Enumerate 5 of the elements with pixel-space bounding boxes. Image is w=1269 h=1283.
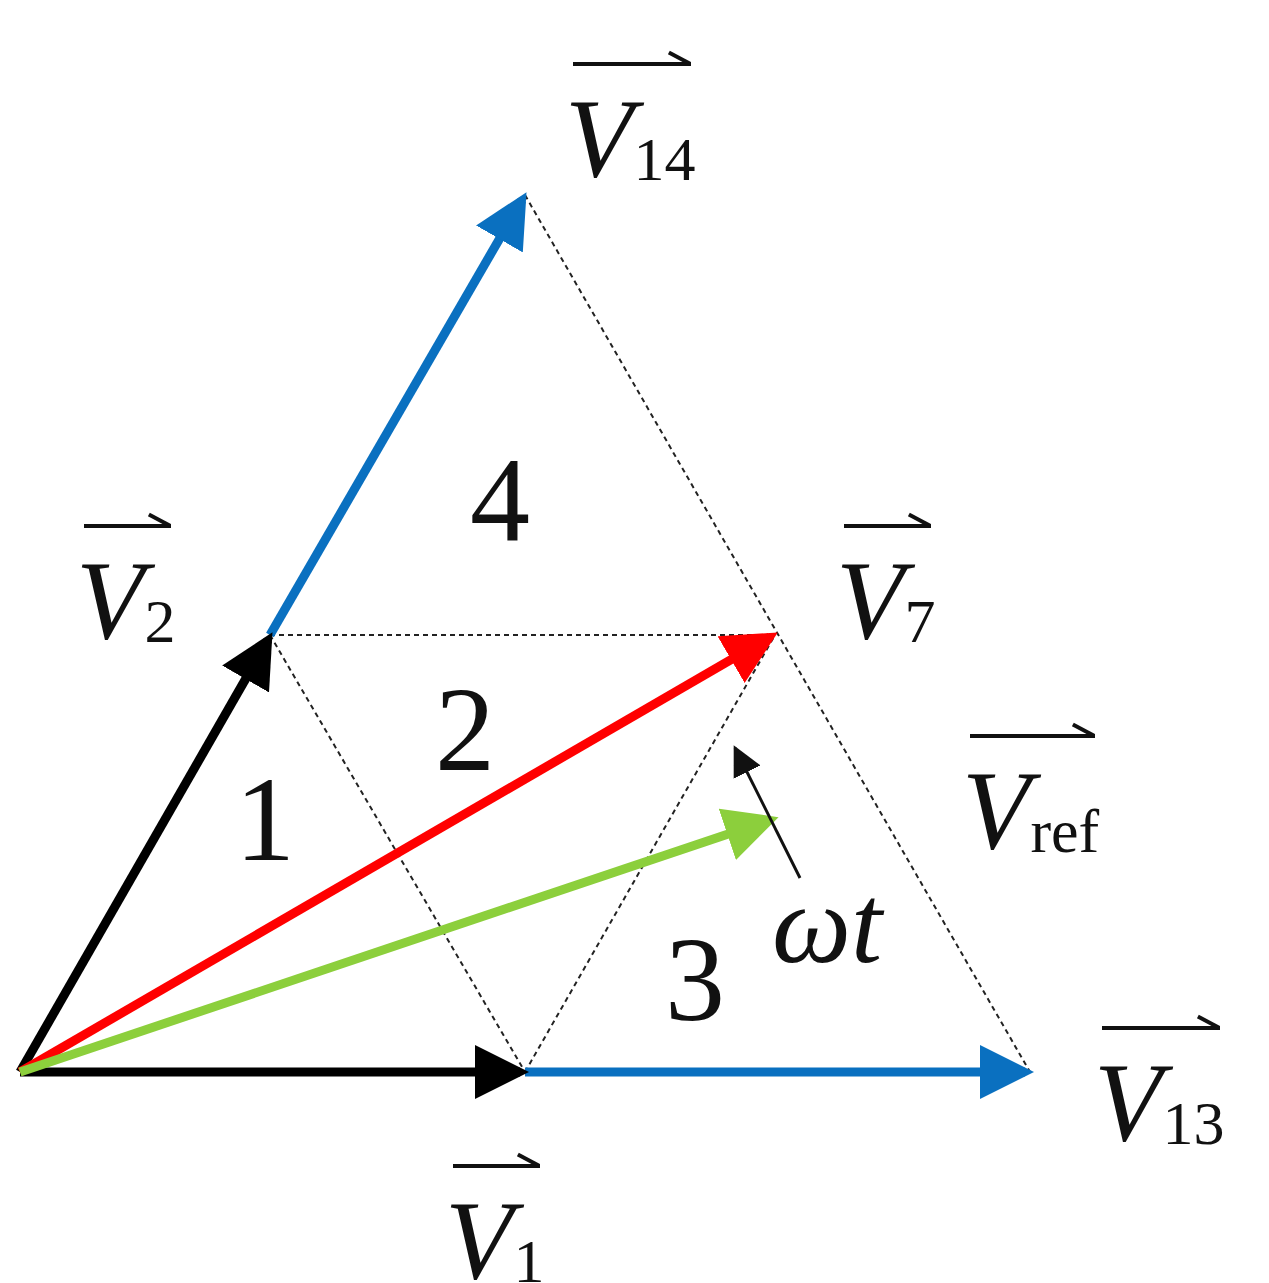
region-number: 4 <box>470 440 530 560</box>
region-number: 2 <box>435 670 495 790</box>
region-number: 3 <box>665 920 725 1040</box>
region-number: 1 <box>235 760 295 880</box>
angle-label: ωt <box>772 868 883 980</box>
